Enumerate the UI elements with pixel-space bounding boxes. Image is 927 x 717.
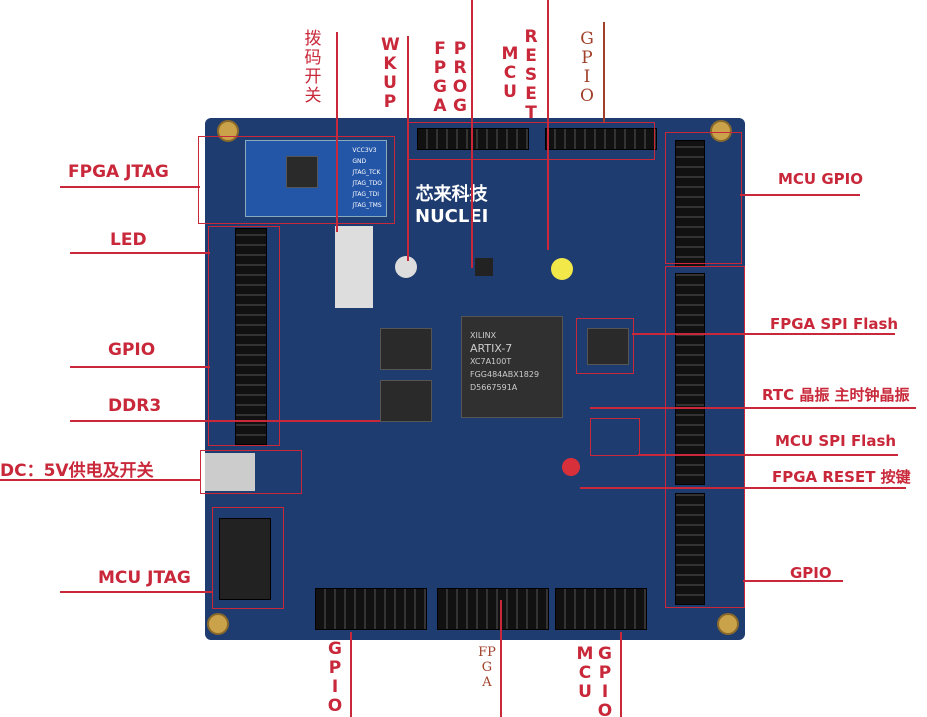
label-gpio-bottom-right: GPIO: [597, 644, 613, 717]
dc-outline: [200, 450, 302, 494]
fpga-chip: XILINX ARTIX-7 XC7A100T FGG484ABX1829 D5…: [461, 316, 563, 418]
mcu-spi-flash-outline: [590, 418, 640, 456]
label-dip-switch: 拨码开关: [304, 29, 322, 106]
spi-flash-chip: [587, 328, 629, 365]
fpga-prog-button: [475, 258, 493, 276]
jtag-pin-label: VCC3V3: [352, 147, 377, 154]
leader-line: [638, 454, 898, 456]
pin-header: [555, 588, 647, 630]
label-fpga-spi-flash: FPGA SPI Flash: [770, 315, 899, 333]
gpio-top-outline: [408, 122, 655, 160]
leader-line: [500, 600, 502, 717]
leader-line: [70, 252, 210, 254]
nuclei-logo: 芯来科技 NUCLEI: [415, 184, 489, 227]
fpga-reset-button: [562, 458, 580, 476]
label-gpio-right: GPIO: [790, 564, 832, 582]
jtag-chip: [286, 156, 318, 188]
label-mcu-reset-1: MCU: [501, 44, 519, 102]
pin-header: [437, 588, 549, 630]
leader-line: [70, 366, 210, 368]
mcu-gpio-outline: [665, 132, 742, 264]
mcu-jtag-outline: [212, 507, 284, 609]
jtag-pin-label: JTAG_TDO: [352, 180, 382, 187]
label-gpio-top: GPIO: [580, 29, 594, 106]
mcu-jtag-header: [219, 518, 271, 600]
label-fpga-jtag: FPGA JTAG: [68, 162, 169, 182]
label-mcu-gpio: MCU GPIO: [778, 170, 863, 188]
leader-line: [0, 479, 200, 481]
leader-line: [603, 22, 605, 122]
fpga-jtag-module: VCC3V3 GND JTAG_TCK JTAG_TDO JTAG_TDI JT…: [245, 140, 387, 217]
label-gpio-bottom: GPIO: [327, 639, 343, 716]
leader-line: [580, 487, 906, 489]
label-fpga-prog-2: PROG: [452, 39, 468, 116]
label-led: LED: [110, 230, 147, 250]
pin-header: [675, 140, 705, 267]
fpga-jtag-outline: [198, 136, 395, 224]
leader-line: [407, 36, 409, 261]
label-mcu-bottom: MCU: [576, 644, 594, 702]
leader-line: [60, 591, 212, 593]
wkup-button: [395, 256, 417, 278]
mount-screw: [717, 613, 739, 635]
leader-line: [743, 580, 843, 582]
label-gpio-left: GPIO: [108, 340, 156, 360]
leader-line: [60, 186, 200, 188]
label-wkup: WKUP: [381, 35, 400, 112]
ddr3-chip: [380, 328, 432, 370]
pin-header: [545, 128, 657, 150]
leader-line: [740, 194, 860, 196]
label-ddr3: DDR3: [108, 396, 162, 416]
fpga-spi-flash-outline: [576, 318, 634, 374]
gpio-led-outline: [208, 226, 280, 446]
pin-header: [675, 493, 705, 605]
jtag-pin-label: GND: [352, 158, 367, 165]
leader-line: [632, 333, 895, 335]
leader-line: [336, 32, 338, 232]
leader-line: [547, 0, 549, 250]
mount-screw: [710, 120, 732, 142]
jtag-pin-label: JTAG_TMS: [352, 202, 382, 209]
gpio-right-outline: [665, 266, 745, 608]
label-dc-power: DC：5V供电及开关: [0, 461, 154, 481]
label-fpga-reset-button: FPGA RESET 按键: [772, 468, 911, 486]
pin-header: [315, 588, 427, 630]
mcu-reset-button: [551, 258, 573, 280]
label-fpga-bottom: FPGA: [478, 645, 496, 690]
label-fpga-prog-1: FPGA: [433, 39, 447, 116]
leader-line: [350, 632, 352, 717]
leader-line: [620, 632, 622, 717]
label-mcu-spi-flash: MCU SPI Flash: [775, 432, 897, 450]
label-mcu-jtag: MCU JTAG: [98, 568, 191, 588]
pin-header: [417, 128, 529, 150]
pin-header: [235, 228, 267, 445]
label-rtc-clock: RTC 晶振 主时钟晶振: [762, 386, 910, 404]
leader-line: [70, 420, 380, 422]
pcb-board: VCC3V3 GND JTAG_TCK JTAG_TDO JTAG_TDI JT…: [205, 118, 745, 640]
leader-line: [471, 0, 473, 268]
dip-switch: [335, 226, 373, 308]
leader-line: [590, 407, 916, 409]
dc-connector: [205, 453, 255, 491]
label-mcu-reset-2: RESET: [524, 27, 538, 123]
jtag-pin-label: JTAG_TCK: [352, 169, 381, 176]
jtag-pin-label: JTAG_TDI: [352, 191, 380, 198]
ddr3-chip: [380, 380, 432, 422]
pin-header: [675, 273, 705, 485]
mount-screw: [207, 613, 229, 635]
